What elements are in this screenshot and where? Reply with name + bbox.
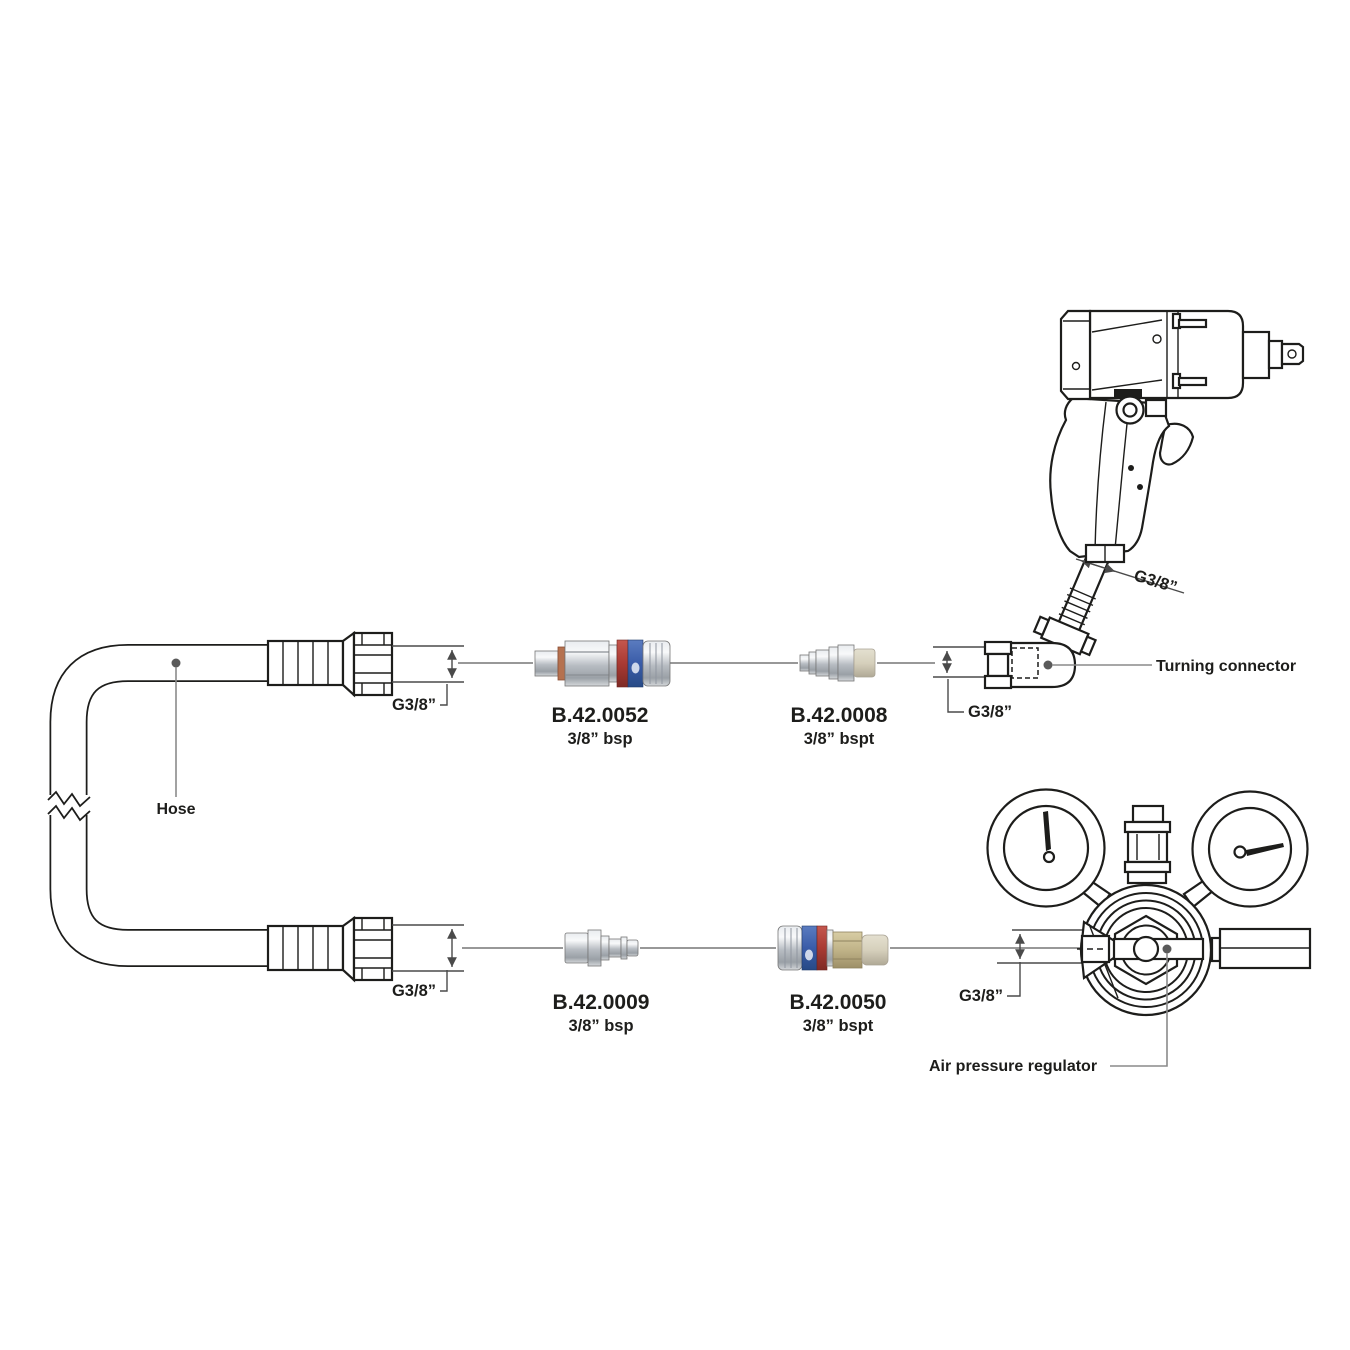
hose-body <box>51 645 345 966</box>
hammer-case-boss <box>1114 389 1168 425</box>
needle <box>1043 811 1051 851</box>
retainer-clips <box>1171 312 1208 390</box>
brass-hex <box>832 931 863 969</box>
hose <box>47 631 394 982</box>
hex-spring-cage <box>1113 914 1179 986</box>
hex-flats <box>837 644 855 682</box>
regulator-top-connector <box>1123 804 1172 885</box>
g38-regulator-label: G3/8” <box>959 987 1003 1005</box>
regulator-inlet <box>1077 920 1123 999</box>
part-id-0050: B.42.0050 <box>790 991 887 1014</box>
dimension-hose-bottom <box>392 924 464 992</box>
hose-end-fitting-bottom <box>266 916 394 982</box>
air-pressure-regulator-label: Air pressure regulator <box>929 1058 1097 1075</box>
hose-outline <box>49 644 345 967</box>
blue-band <box>801 925 818 971</box>
part-id-0008: B.42.0008 <box>791 704 888 727</box>
hose-label: Hose <box>156 801 195 818</box>
part-id-0009: B.42.0009 <box>553 991 650 1014</box>
hose-end-fitting-top <box>266 631 394 697</box>
dimension-regulator-inlet <box>997 929 1085 997</box>
leader-lines <box>171 658 1172 1067</box>
part-size-0009: 3/8” bsp <box>568 1017 633 1035</box>
turning-connector-stem <box>1032 542 1114 667</box>
plug-B42-0009 <box>564 929 639 967</box>
gauge-right <box>1191 790 1309 908</box>
coupling-B42-0050 <box>777 925 889 971</box>
regulator-outlet <box>1210 927 1312 970</box>
trigger <box>1158 422 1195 466</box>
cap-hole <box>1071 361 1081 371</box>
part-id-0052: B.42.0052 <box>552 704 649 727</box>
gauge-left <box>986 788 1106 908</box>
knurled-sleeve <box>777 925 803 971</box>
plug-B42-0008 <box>799 644 876 682</box>
pistol-grip-handle <box>1049 396 1171 559</box>
hidden-thread-outline <box>1011 647 1039 679</box>
taped-thread <box>853 648 876 678</box>
g38-elbow-label: G3/8” <box>968 703 1012 721</box>
back-cap <box>1059 309 1092 401</box>
g38-hose-top-label: G3/8” <box>392 696 436 714</box>
regulator-adjuster <box>1112 935 1205 963</box>
copper-ring <box>557 646 566 681</box>
turning-connector <box>983 640 1077 690</box>
needle <box>1246 843 1284 856</box>
dimension-elbow <box>933 646 988 713</box>
red-band <box>616 639 629 688</box>
g38-tool-label: G3/8” <box>1132 567 1179 597</box>
turning-connector-label: Turning connector <box>1156 658 1296 675</box>
part-size-0052: 3/8” bsp <box>567 730 632 748</box>
text-labels: Hose Turning connector Air pressure regu… <box>156 567 1296 1075</box>
elbow-flange <box>983 640 1013 656</box>
part-size-0008: 3/8” bspt <box>804 730 875 748</box>
taped-thread <box>861 934 889 966</box>
red-band <box>816 925 828 971</box>
dimension-hose-top <box>392 645 464 706</box>
thread-hatching <box>1055 587 1096 632</box>
coupling-B42-0052 <box>534 639 671 688</box>
hose-break-symbol <box>47 790 91 822</box>
part-size-0050: 3/8” bspt <box>803 1017 874 1035</box>
anvil-square-drive <box>1241 330 1305 380</box>
g38-hose-bottom-label: G3/8” <box>392 982 436 1000</box>
hex-flats <box>587 929 602 967</box>
air-pressure-regulator <box>986 788 1312 1017</box>
impact-wrench <box>1049 309 1305 564</box>
dimension-tool-inlet <box>1075 558 1185 594</box>
